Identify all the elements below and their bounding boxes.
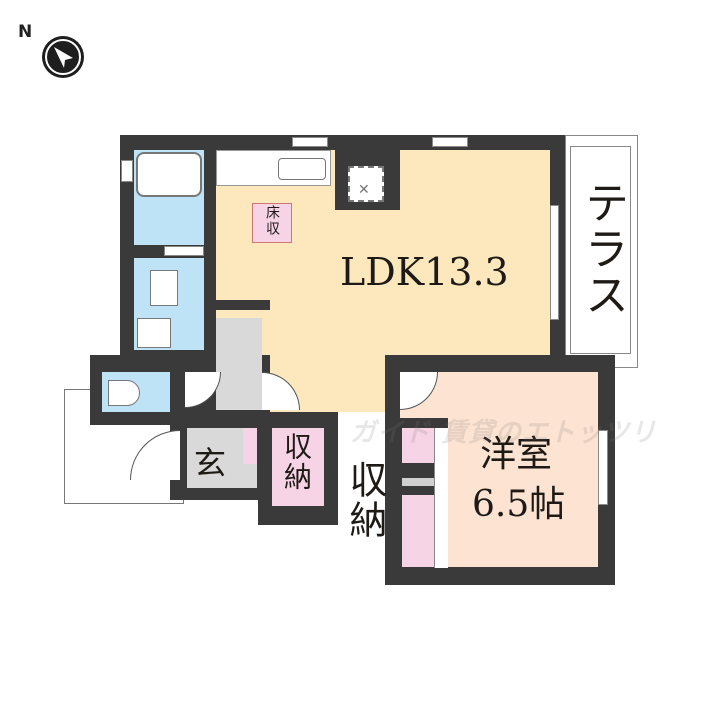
storage-pink (272, 428, 324, 506)
western-room-label-line2: 6.5帖 (472, 484, 566, 525)
floor-storage-box (252, 203, 292, 243)
wash-basin-icon (150, 270, 178, 306)
ldk-inner-wall (216, 300, 270, 310)
ldk-label: LDK13.3 (340, 250, 509, 294)
ldk-right-window (550, 205, 559, 320)
ldk-top-window-2 (432, 137, 468, 147)
western-room-label-line1: 洋室 (480, 434, 553, 475)
western-room-window (598, 430, 608, 505)
watermark: ガイド 賃貸のエトッツリ (350, 418, 658, 448)
bath-window (121, 160, 133, 182)
ldk-top-window-1 (292, 137, 328, 147)
western-room (448, 372, 598, 567)
shoe-cabinet (243, 428, 257, 464)
bath-washroom-divider (164, 246, 204, 256)
north-arrow-icon (42, 36, 84, 78)
entrance-label: 玄 (194, 444, 227, 482)
closet-divider (402, 478, 434, 486)
storage-outer-label: 収納 (343, 460, 387, 540)
closet-doors (434, 428, 448, 568)
terrace-label: テラス (577, 180, 628, 318)
toilet-icon (108, 380, 140, 406)
storage-pink-label: 収納 (280, 432, 313, 492)
floor-storage-label: 床収 (264, 205, 280, 237)
closet-upper (402, 428, 434, 463)
bathtub-icon (136, 152, 202, 197)
north-label: N (18, 22, 33, 42)
ventilation-fan-icon: ✕ (348, 166, 384, 202)
washing-machine-icon (137, 318, 171, 348)
kitchen-sink-icon (278, 158, 326, 180)
closet-lower (402, 495, 434, 567)
terrace-area (565, 135, 638, 368)
hallway (216, 318, 262, 410)
